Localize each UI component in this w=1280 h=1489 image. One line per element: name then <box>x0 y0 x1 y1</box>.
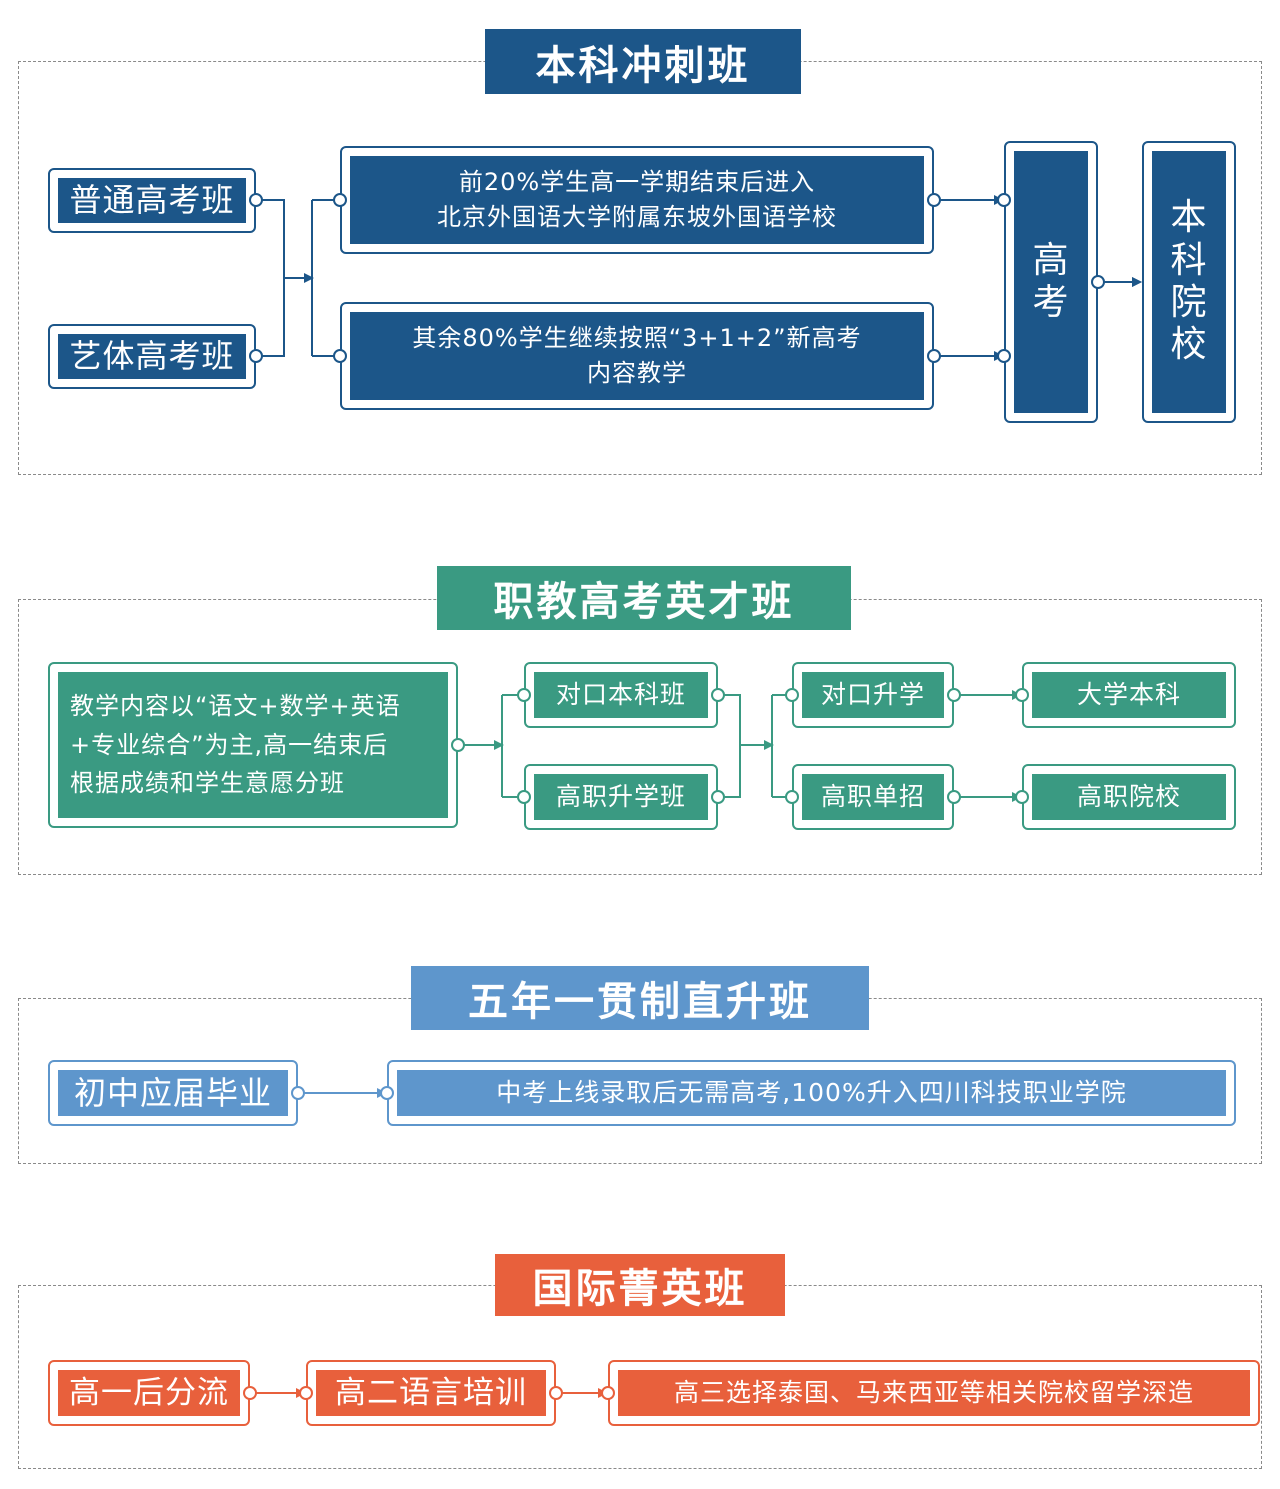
node-university-undergrad-label: 大学本科 <box>1032 672 1226 718</box>
node-remaining-80-percent: 其余80%学生继续按照“3+1+2”新高考 内容教学 <box>340 302 934 410</box>
node-single-recruitment: 高职单招 <box>792 764 954 830</box>
node-vocational-college: 高职院校 <box>1022 764 1236 830</box>
node-grade-11-language: 高二语言培训 <box>306 1360 556 1426</box>
node-regular-exam-class: 普通高考班 <box>48 168 256 233</box>
node-arts-exam-class-label: 艺体高考班 <box>58 334 246 379</box>
node-grade-12-study-abroad-label: 高三选择泰国、马来西亚等相关院校留学深造 <box>618 1370 1250 1416</box>
node-undergrad-college-char-1: 本 <box>1170 197 1208 239</box>
node-undergrad-college-char-4: 校 <box>1170 324 1208 366</box>
node-undergrad-college-char-3: 院 <box>1170 282 1208 323</box>
node-remaining-80-percent-line-2: 内容教学 <box>587 359 687 387</box>
node-remaining-80-percent-line-1: 其余80%学生继续按照“3+1+2”新高考 <box>412 324 862 353</box>
node-top-20-percent-line-1: 前20%学生高一学期结束后进入 <box>458 168 816 197</box>
node-curriculum-intro-text: 教学内容以“语文+数学+英语 +专业综合”为主,高一结束后 根据成绩和学生意愿分… <box>58 672 448 818</box>
node-undergrad-college-char-2: 科 <box>1170 239 1208 281</box>
node-gaokao-char-2: 考 <box>1032 282 1070 323</box>
connector-dots-five-year <box>291 1086 394 1100</box>
node-junior-graduate: 初中应届毕业 <box>48 1060 298 1126</box>
node-curriculum-intro-line-1: 教学内容以“语文+数学+英语 <box>70 691 401 720</box>
node-vocational-track-class: 高职升学班 <box>524 764 718 830</box>
node-remaining-80-percent-text: 其余80%学生继续按照“3+1+2”新高考 内容教学 <box>350 312 924 400</box>
connectors-vocational <box>458 690 1022 802</box>
node-direct-admission-label: 对口升学 <box>802 672 944 718</box>
node-arts-exam-class: 艺体高考班 <box>48 324 256 389</box>
node-curriculum-intro: 教学内容以“语文+数学+英语 +专业综合”为主,高一结束后 根据成绩和学生意愿分… <box>48 662 458 828</box>
connector-dots-international <box>243 1386 615 1400</box>
node-single-recruitment-label: 高职单招 <box>802 774 944 820</box>
connector-dots-undergrad <box>249 193 1105 363</box>
section-title-vocational: 职教高考英才班 <box>437 566 851 630</box>
section-title-international: 国际菁英班 <box>495 1254 785 1316</box>
section-title-five-year: 五年一贯制直升班 <box>411 966 869 1030</box>
connector-dots-vocational <box>451 688 1029 804</box>
connectors-undergrad <box>256 195 1142 361</box>
node-gaokao: 高 考 <box>1004 141 1098 423</box>
node-grade-10-split: 高一后分流 <box>48 1360 250 1426</box>
node-curriculum-intro-line-2: +专业综合”为主,高一结束后 <box>70 730 389 759</box>
node-gaokao-label: 高 考 <box>1014 151 1088 413</box>
node-university-undergrad: 大学本科 <box>1022 662 1236 728</box>
node-grade-11-language-label: 高二语言培训 <box>316 1370 546 1416</box>
node-top-20-percent: 前20%学生高一学期结束后进入 北京外国语大学附属东坡外国语学校 <box>340 146 934 254</box>
node-direct-promotion-label: 中考上线录取后无需高考,100%升入四川科技职业学院 <box>397 1070 1226 1116</box>
node-undergrad-track-class-label: 对口本科班 <box>534 672 708 718</box>
node-grade-12-study-abroad: 高三选择泰国、马来西亚等相关院校留学深造 <box>608 1360 1260 1426</box>
node-vocational-college-label: 高职院校 <box>1032 774 1226 820</box>
section-title-undergrad: 本科冲刺班 <box>485 29 801 94</box>
node-junior-graduate-label: 初中应届毕业 <box>58 1070 288 1116</box>
node-undergrad-college-label: 本 科 院 校 <box>1152 151 1226 413</box>
node-vocational-track-class-label: 高职升学班 <box>534 774 708 820</box>
node-direct-promotion: 中考上线录取后无需高考,100%升入四川科技职业学院 <box>387 1060 1236 1126</box>
node-gaokao-char-1: 高 <box>1032 239 1070 281</box>
node-curriculum-intro-line-3: 根据成绩和学生意愿分班 <box>70 769 345 798</box>
node-regular-exam-class-label: 普通高考班 <box>58 178 246 223</box>
node-top-20-percent-line-2: 北京外国语大学附属东坡外国语学校 <box>437 203 837 231</box>
node-top-20-percent-text: 前20%学生高一学期结束后进入 北京外国语大学附属东坡外国语学校 <box>350 156 924 244</box>
node-direct-admission: 对口升学 <box>792 662 954 728</box>
node-grade-10-split-label: 高一后分流 <box>58 1370 240 1416</box>
node-undergrad-track-class: 对口本科班 <box>524 662 718 728</box>
node-undergrad-college: 本 科 院 校 <box>1142 141 1236 423</box>
